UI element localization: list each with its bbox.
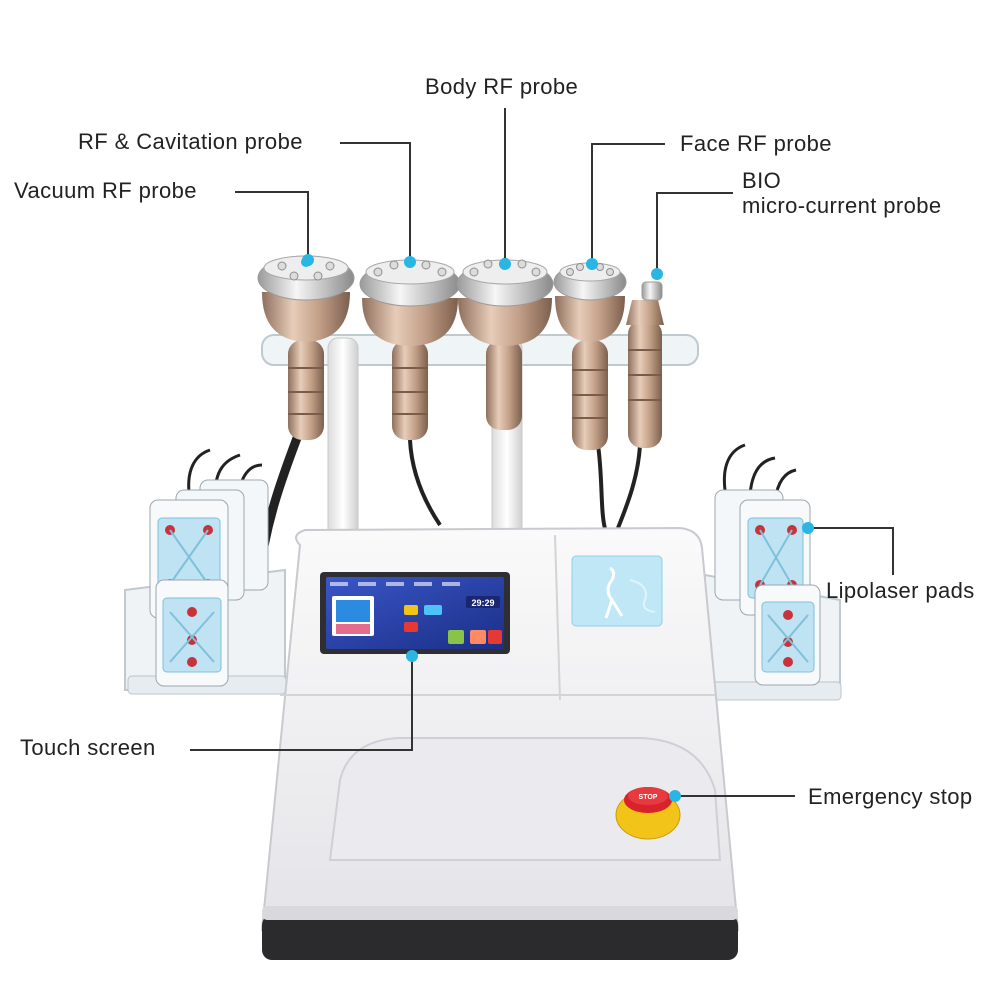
dot-lipolaser xyxy=(802,522,814,534)
dot-touch-screen xyxy=(406,650,418,662)
touch-screen: 29:29 xyxy=(320,572,510,654)
dot-vacuum-rf xyxy=(302,254,314,266)
label-micro-current-probe: micro-current probe xyxy=(742,193,942,218)
dot-face-rf xyxy=(586,258,598,270)
screen-timer: 29:29 xyxy=(471,598,494,608)
dot-bio xyxy=(651,268,663,280)
dot-emergency-stop xyxy=(669,790,681,802)
label-rf-cavitation-probe: RF & Cavitation probe xyxy=(78,129,303,154)
body-silhouette-panel xyxy=(571,555,663,627)
label-bio: BIO xyxy=(742,168,782,193)
dot-rf-cavitation xyxy=(404,256,416,268)
stop-label: STOP xyxy=(639,794,658,801)
label-face-rf-probe: Face RF probe xyxy=(680,131,832,156)
body-rf-probe xyxy=(456,259,554,430)
label-touch-screen: Touch screen xyxy=(20,735,156,760)
label-vacuum-rf-probe: Vacuum RF probe xyxy=(14,178,197,203)
callout-lines xyxy=(190,108,894,797)
lipolaser-pads-left xyxy=(149,448,269,687)
emergency-stop-button: STOP xyxy=(615,787,681,840)
rf-cavitation-probe xyxy=(359,259,461,440)
dot-body-rf xyxy=(499,258,511,270)
lipolaser-pads-right xyxy=(714,443,821,686)
label-lipolaser-pads: Lipolaser pads xyxy=(826,578,975,603)
label-body-rf-probe: Body RF probe xyxy=(425,74,579,99)
bio-micro-current-probe xyxy=(626,281,664,448)
callout-dots xyxy=(302,254,814,802)
label-emergency-stop: Emergency stop xyxy=(808,784,973,809)
